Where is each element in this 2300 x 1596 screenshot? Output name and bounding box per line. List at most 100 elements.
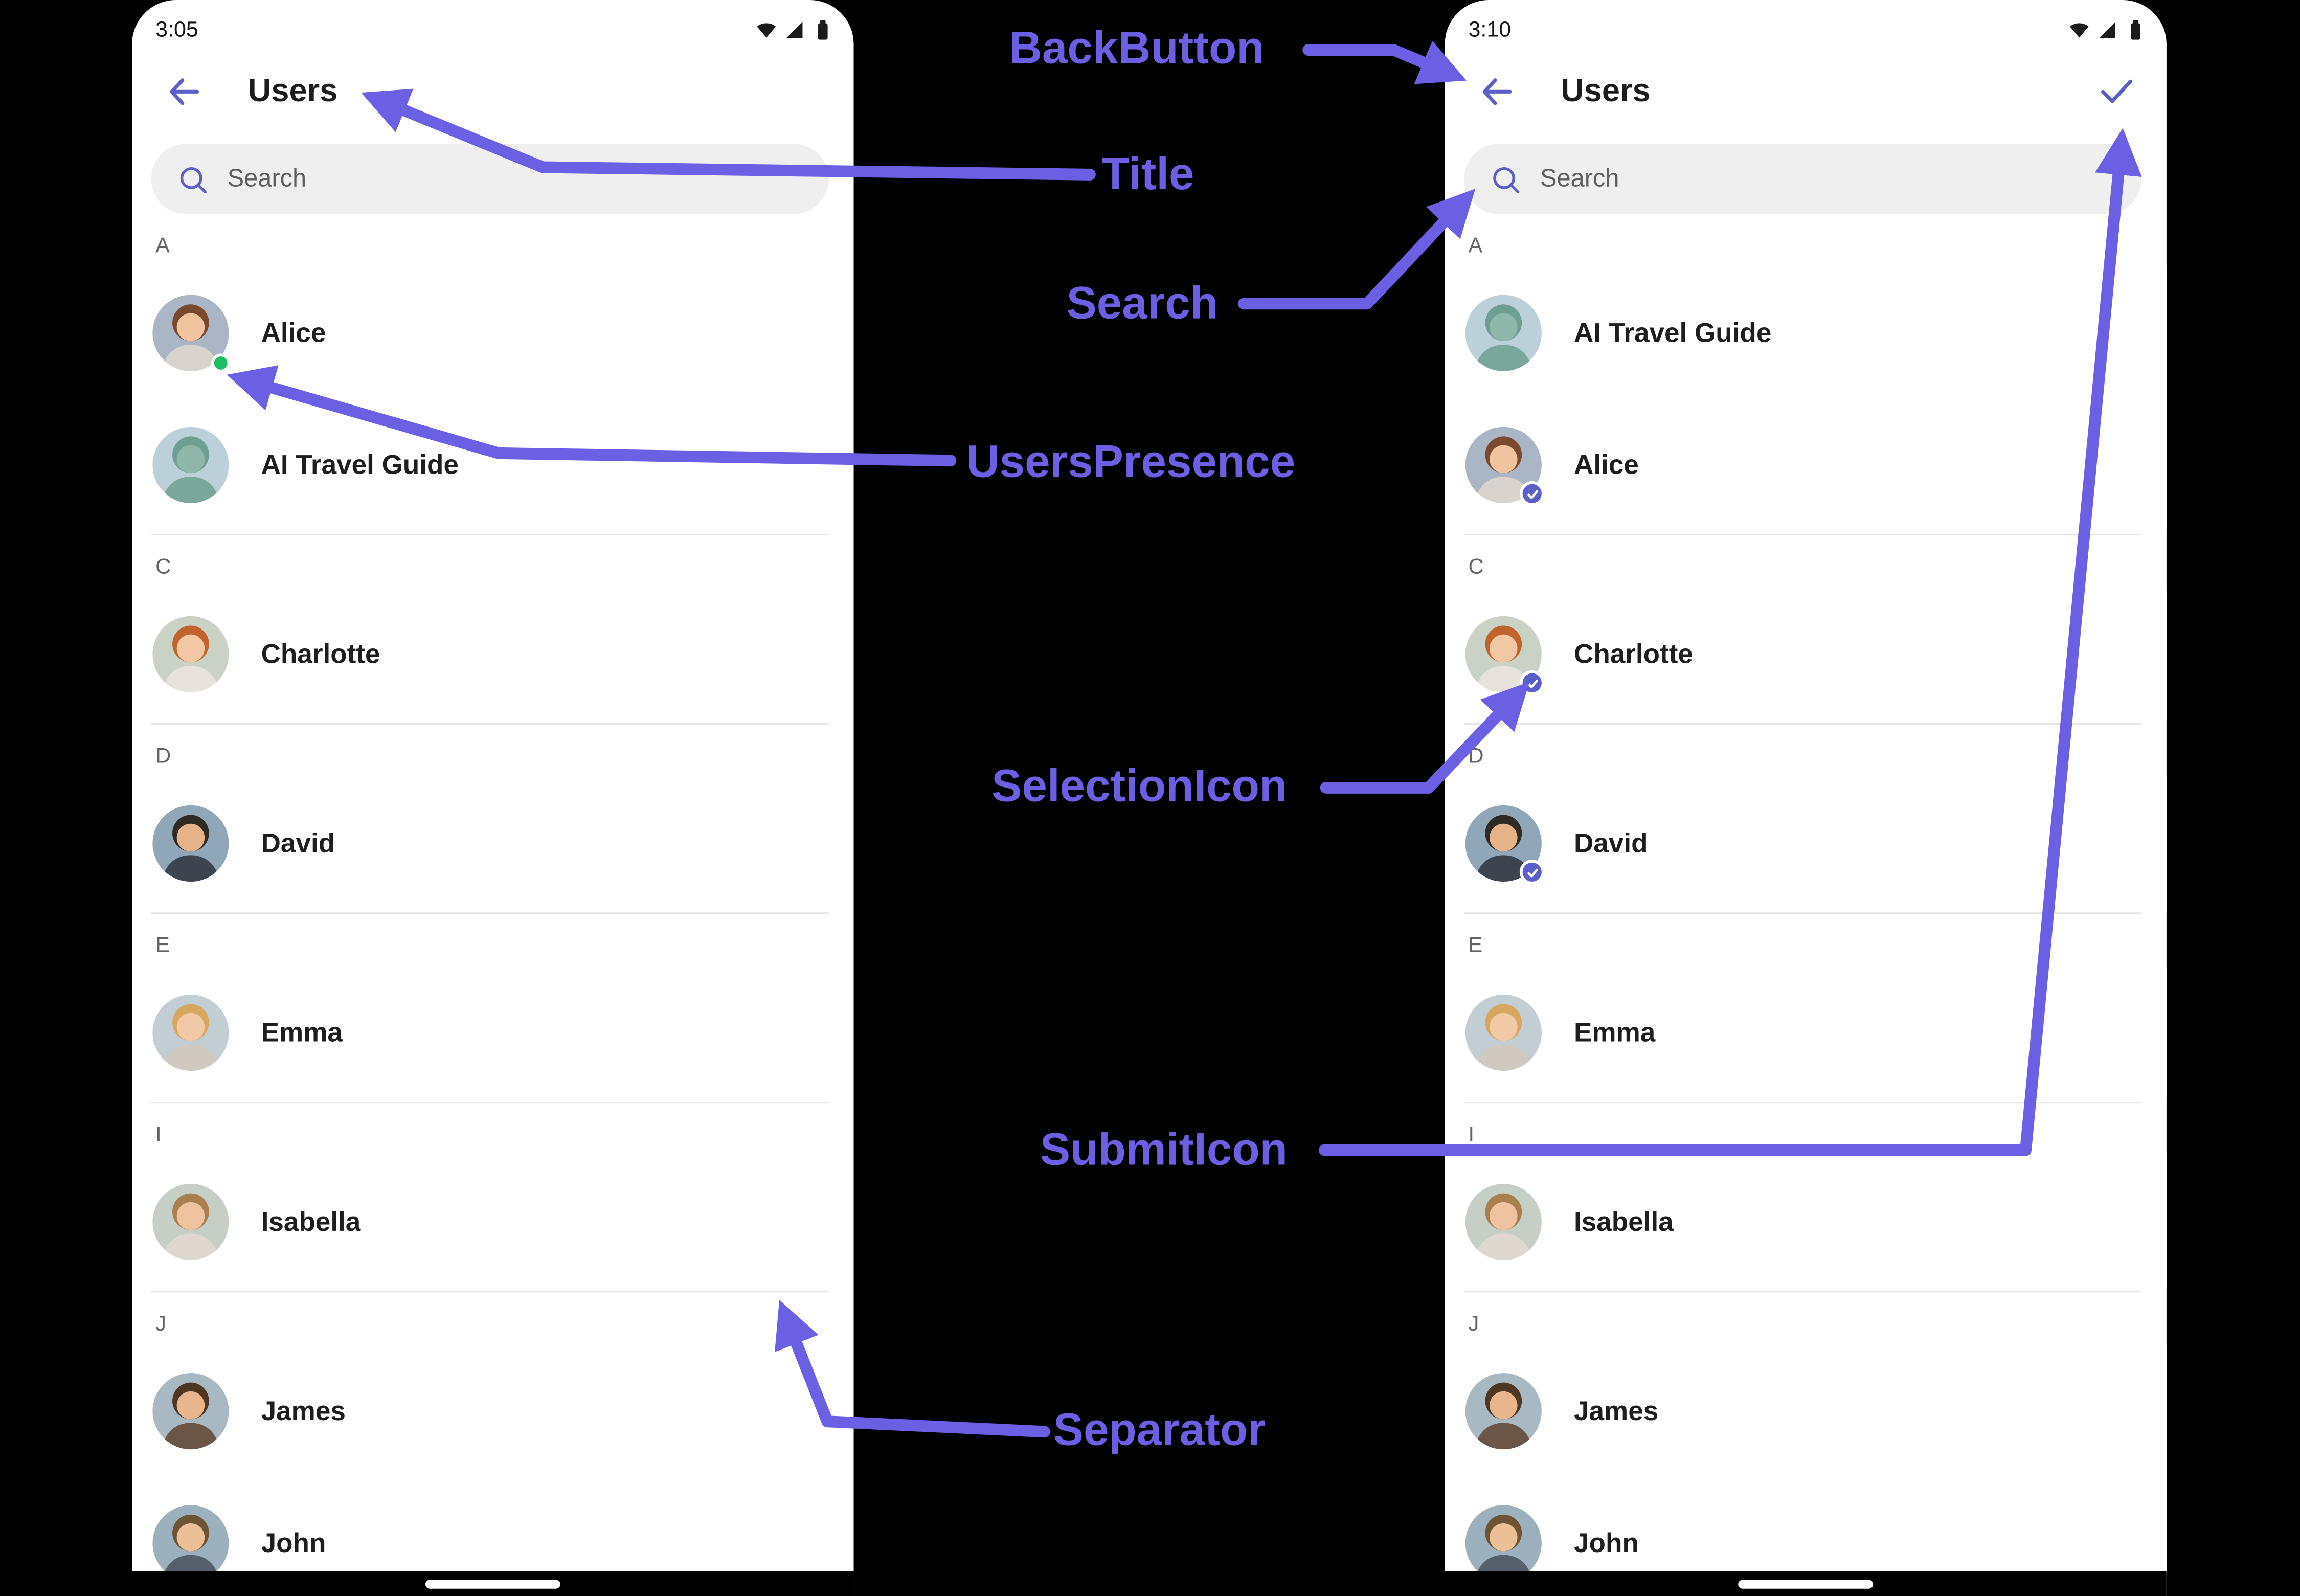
user-name: Emma xyxy=(1574,1016,1656,1048)
user-name: AI Travel Guide xyxy=(261,448,459,480)
annotation-label-users-presence: UsersPresence xyxy=(966,435,1296,487)
user-row[interactable]: James xyxy=(132,1345,854,1477)
user-name: John xyxy=(1574,1527,1639,1558)
search-input[interactable] xyxy=(1540,164,2115,194)
avatar xyxy=(1465,1505,1542,1582)
avatar xyxy=(152,616,229,692)
user-row[interactable]: Isabella xyxy=(132,1156,854,1288)
search-bar[interactable] xyxy=(151,144,829,214)
user-row[interactable]: Isabella xyxy=(1445,1156,2167,1288)
search-icon xyxy=(180,166,207,193)
signal-icon xyxy=(2099,21,2115,38)
page-title: Users xyxy=(1561,72,1651,109)
search-bar[interactable] xyxy=(1463,144,2142,214)
annotation-label-back-button: BackButton xyxy=(1009,22,1265,74)
signal-icon xyxy=(786,21,803,38)
user-row[interactable]: Emma xyxy=(132,966,854,1099)
user-row[interactable]: David xyxy=(132,777,854,910)
section-header: D xyxy=(155,745,171,769)
avatar xyxy=(1465,1373,1542,1450)
users-section: A Alice AI Travel Guide xyxy=(132,214,854,536)
search-input[interactable] xyxy=(227,164,803,194)
users-section: E Emma xyxy=(1445,914,2167,1104)
user-name: Charlotte xyxy=(261,638,380,669)
user-name: David xyxy=(261,827,335,859)
system-nav-bar xyxy=(132,1571,854,1596)
status-time: 3:05 xyxy=(155,16,198,42)
section-header: C xyxy=(155,556,171,580)
submit-button[interactable] xyxy=(2096,71,2137,111)
user-row[interactable]: Alice xyxy=(132,267,854,399)
back-arrow-icon xyxy=(170,77,199,104)
separator xyxy=(151,1291,829,1293)
page-title: Users xyxy=(247,72,338,109)
annotation-label-submit-icon: SubmitIcon xyxy=(1040,1123,1288,1175)
battery-icon xyxy=(818,19,828,39)
section-header: E xyxy=(1468,934,1483,958)
user-name: Isabella xyxy=(1574,1205,1674,1237)
section-header: J xyxy=(1468,1313,1479,1337)
separator xyxy=(1463,1291,2142,1293)
avatar xyxy=(1465,805,1545,885)
section-header: D xyxy=(1468,745,1484,769)
status-icons xyxy=(2068,18,2146,40)
section-header: C xyxy=(1468,556,1484,580)
user-row[interactable]: David xyxy=(1445,777,2167,910)
user-name: Alice xyxy=(1574,448,1639,480)
separator xyxy=(151,723,829,725)
user-row[interactable]: AI Travel Guide xyxy=(132,399,854,531)
separator xyxy=(151,534,829,536)
user-row[interactable]: AI Travel Guide xyxy=(1445,267,2167,399)
user-row[interactable]: Alice xyxy=(1445,399,2167,531)
section-header: A xyxy=(155,234,170,258)
selection-icon xyxy=(1519,670,1545,695)
wifi-icon xyxy=(757,22,776,37)
avatar xyxy=(152,1373,229,1450)
user-name: Alice xyxy=(261,317,326,348)
home-indicator[interactable] xyxy=(1738,1579,1874,1588)
avatar xyxy=(152,426,229,503)
avatar xyxy=(1465,616,1545,695)
users-section: D David xyxy=(132,725,854,914)
back-button[interactable] xyxy=(1477,71,1517,110)
section-header: A xyxy=(1468,234,1483,258)
arrow-search xyxy=(1238,189,1476,310)
user-name: Isabella xyxy=(261,1205,361,1237)
user-name: AI Travel Guide xyxy=(1574,317,1772,348)
avatar xyxy=(1465,1183,1542,1261)
back-button[interactable] xyxy=(164,71,204,110)
avatar xyxy=(1465,426,1545,506)
selection-icon xyxy=(1519,859,1545,885)
check-icon xyxy=(2101,79,2132,103)
annotation-label-search: Search xyxy=(1066,277,1219,329)
user-row[interactable]: Charlotte xyxy=(132,588,854,721)
avatar xyxy=(1465,994,1542,1071)
user-row[interactable]: James xyxy=(1445,1345,2167,1477)
avatar xyxy=(1465,295,1542,371)
section-header: I xyxy=(1468,1123,1475,1148)
user-row[interactable]: Emma xyxy=(1445,966,2167,1099)
app-header: Users xyxy=(132,50,853,132)
user-name: James xyxy=(261,1395,346,1426)
app-header: Users xyxy=(1445,50,2167,132)
users-section: D David xyxy=(1445,725,2167,914)
user-name: James xyxy=(1574,1395,1659,1426)
home-indicator[interactable] xyxy=(425,1579,560,1588)
user-row[interactable]: Charlotte xyxy=(1445,588,2167,721)
avatar xyxy=(152,295,231,373)
arrow-back-button xyxy=(1302,40,1467,84)
wifi-icon xyxy=(2069,22,2089,37)
battery-icon xyxy=(2131,19,2141,39)
status-time: 3:10 xyxy=(1468,16,1512,42)
users-section: C Charlotte xyxy=(1445,535,2167,725)
